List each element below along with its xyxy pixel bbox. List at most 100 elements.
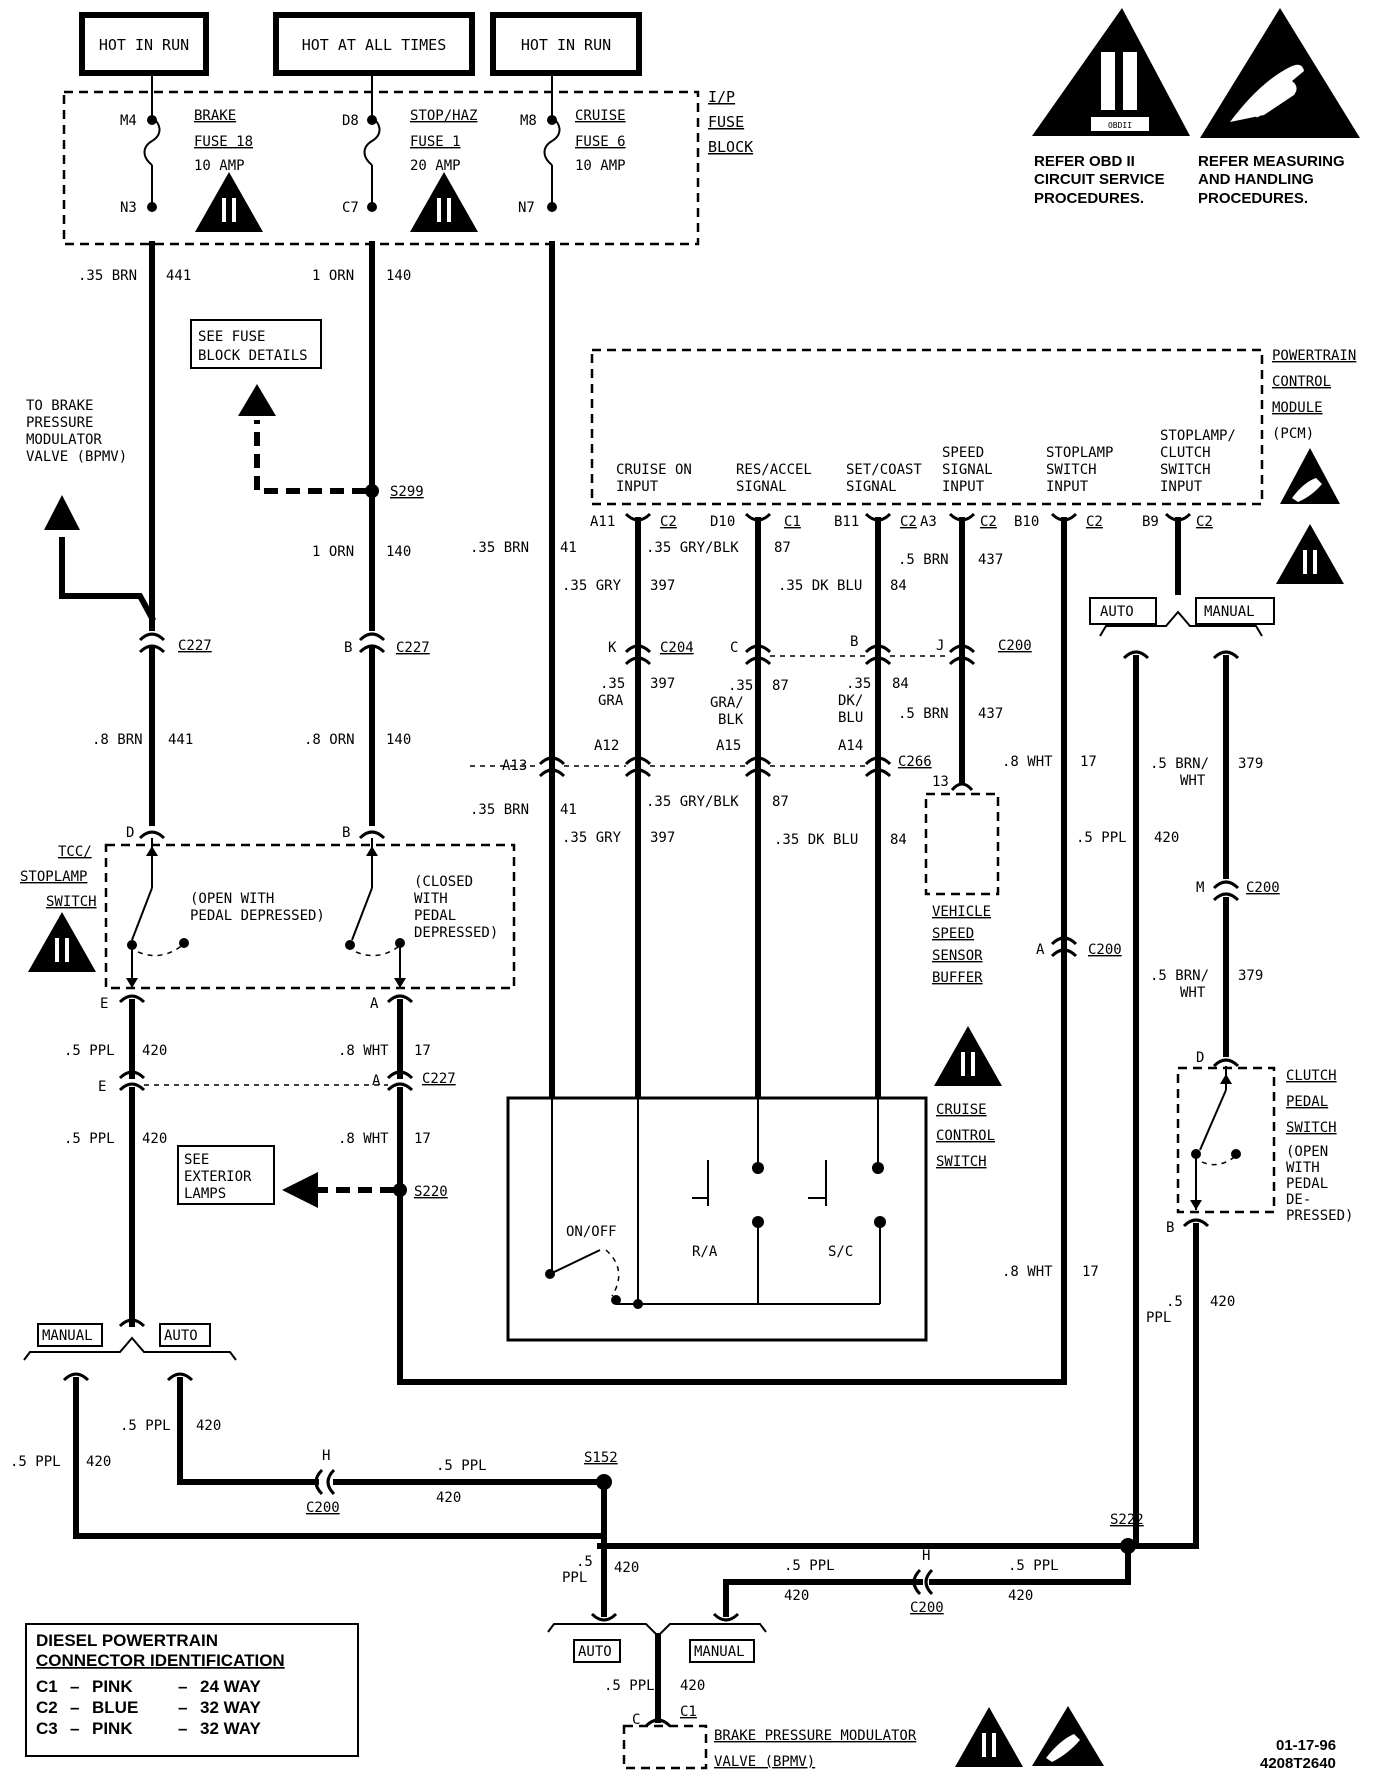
splice-s220 xyxy=(393,1183,407,1197)
fuse-stop-haz: D8 C7 STOP/HAZ FUSE 1 20 AMP xyxy=(342,73,478,232)
wire-label: 379 xyxy=(1238,968,1263,984)
pcm-outline xyxy=(590,348,1264,506)
pin-label: A13 xyxy=(502,758,527,774)
fuse-number: FUSE 6 xyxy=(575,134,626,150)
wire-label: .35 BRN xyxy=(470,802,529,818)
pin-label: C xyxy=(632,1712,640,1728)
pin-label: B10 xyxy=(1014,514,1039,530)
obd-ii-icon xyxy=(28,912,96,972)
pin-label: K xyxy=(608,640,617,656)
pin-label: 13 xyxy=(932,774,949,790)
fuse-amp: 10 AMP xyxy=(194,158,245,174)
table-cell: 32 WAY xyxy=(200,1698,261,1717)
connector-label: C2 xyxy=(660,514,677,530)
legend-text: REFER OBD II xyxy=(1034,153,1135,170)
input-label: SIGNAL xyxy=(846,479,897,495)
fuse-in-pin: M8 xyxy=(520,113,537,129)
pin-label: D10 xyxy=(710,514,735,530)
switch-name-line: SWITCH xyxy=(46,894,97,910)
switch-note: DE- xyxy=(1286,1192,1311,1208)
exterior-lamps-reference: SEE EXTERIOR LAMPS xyxy=(177,1145,275,1205)
wire-label: BLU xyxy=(838,710,863,726)
wire-label: .8 ORN xyxy=(304,732,355,748)
reference-text: EXTERIOR xyxy=(184,1169,252,1185)
switch-label: ON/OFF xyxy=(566,1224,617,1240)
wire-label: 420 xyxy=(1210,1294,1235,1310)
pin-label: A xyxy=(370,996,379,1012)
input-label: SET/COAST xyxy=(846,462,922,478)
input-label: INPUT xyxy=(942,479,985,495)
fuse-name: BRAKE xyxy=(194,108,236,124)
table-cell: PINK xyxy=(92,1677,133,1696)
pcm-name-line: POWERTRAIN xyxy=(1272,348,1356,364)
wire-label: 441 xyxy=(168,732,193,748)
pin-label: B xyxy=(850,634,858,650)
wire-label: 84 xyxy=(890,832,907,848)
wire-label: 420 xyxy=(1008,1588,1033,1604)
switch-name-line: CRUISE xyxy=(936,1102,987,1118)
option-label: AUTO xyxy=(578,1644,612,1660)
wire-label: 441 xyxy=(166,268,191,284)
pcm-input-set-coast: SET/COAST SIGNAL B11 C2 xyxy=(834,462,922,530)
table-cell: C1 xyxy=(36,1677,58,1696)
wire-label: .5 BRN xyxy=(898,706,949,722)
wire-label: 17 xyxy=(1082,1264,1099,1280)
wire-label: .8 WHT xyxy=(1002,754,1053,770)
connector-label: C200 xyxy=(1246,880,1280,896)
reference-text: SEE xyxy=(184,1152,209,1168)
option-label: MANUAL xyxy=(1204,604,1255,620)
fuse-out-pin: N7 xyxy=(518,200,535,216)
wire-label: 420 xyxy=(142,1131,167,1147)
wire-label: 420 xyxy=(1154,830,1179,846)
input-label: SWITCH xyxy=(1046,462,1097,478)
obd-ii-icon xyxy=(934,1026,1002,1086)
wire-label: .5 PPL xyxy=(436,1458,487,1474)
fuse-number: FUSE 18 xyxy=(194,134,253,150)
pin-label: E xyxy=(100,996,108,1012)
wire-label: 84 xyxy=(892,676,909,692)
wire-label: WHT xyxy=(1180,773,1206,789)
wire-label: 41 xyxy=(560,540,577,556)
wire-label: 420 xyxy=(614,1560,639,1576)
switch-note: PRESSED) xyxy=(1286,1208,1353,1224)
wire-label: .5 BRN xyxy=(898,552,949,568)
table-title: DIESEL POWERTRAIN xyxy=(36,1631,218,1650)
pcm-input-cruise-on: CRUISE ON INPUT A11 C2 xyxy=(590,462,692,530)
pin-label: D xyxy=(1196,1050,1204,1066)
connector-id-table: DIESEL POWERTRAIN CONNECTOR IDENTIFICATI… xyxy=(25,1623,359,1757)
legend-text: PROCEDURES. xyxy=(1034,190,1144,207)
wire-label: .5 PPL xyxy=(604,1678,655,1694)
wire-label: .35 DK BLU xyxy=(774,832,858,848)
wire-label: .35 xyxy=(846,676,871,692)
wire-label: WHT xyxy=(1180,985,1206,1001)
wire-label: .8 WHT xyxy=(338,1043,389,1059)
input-label: CLUTCH xyxy=(1160,445,1211,461)
connector-label: C266 xyxy=(898,754,932,770)
connector-label: C1 xyxy=(680,1704,697,1720)
svg-text:–: – xyxy=(70,1719,79,1738)
connector-label: C227 xyxy=(396,640,430,656)
wire-label: 420 xyxy=(196,1418,221,1434)
input-label: SPEED xyxy=(942,445,984,461)
table-cell: C3 xyxy=(36,1719,58,1738)
fuse-out-pin: N3 xyxy=(120,200,137,216)
table-cell: C2 xyxy=(36,1698,58,1717)
pin-label: A xyxy=(1036,942,1045,958)
switch-name-line: CONTROL xyxy=(936,1128,995,1144)
splice-label: S152 xyxy=(584,1450,618,1466)
input-label: CRUISE ON xyxy=(616,462,692,478)
wire-label: 140 xyxy=(386,544,411,560)
pcm-name-line: CONTROL xyxy=(1272,374,1331,390)
wire-label: 87 xyxy=(772,794,789,810)
arrow-up-icon xyxy=(44,495,80,530)
esd-icon xyxy=(1280,448,1340,504)
table-cell: BLUE xyxy=(92,1698,138,1717)
pin-label: H xyxy=(322,1448,330,1464)
reference-text: PRESSURE xyxy=(26,415,93,431)
pin-label: A15 xyxy=(716,738,741,754)
fuse-name: CRUISE xyxy=(575,108,626,124)
wire-label: BLK xyxy=(718,712,744,728)
table-row: C1 – PINK – 24 WAY xyxy=(36,1677,261,1696)
obd-label: OBDII xyxy=(1108,121,1132,130)
svg-text:–: – xyxy=(70,1698,79,1717)
